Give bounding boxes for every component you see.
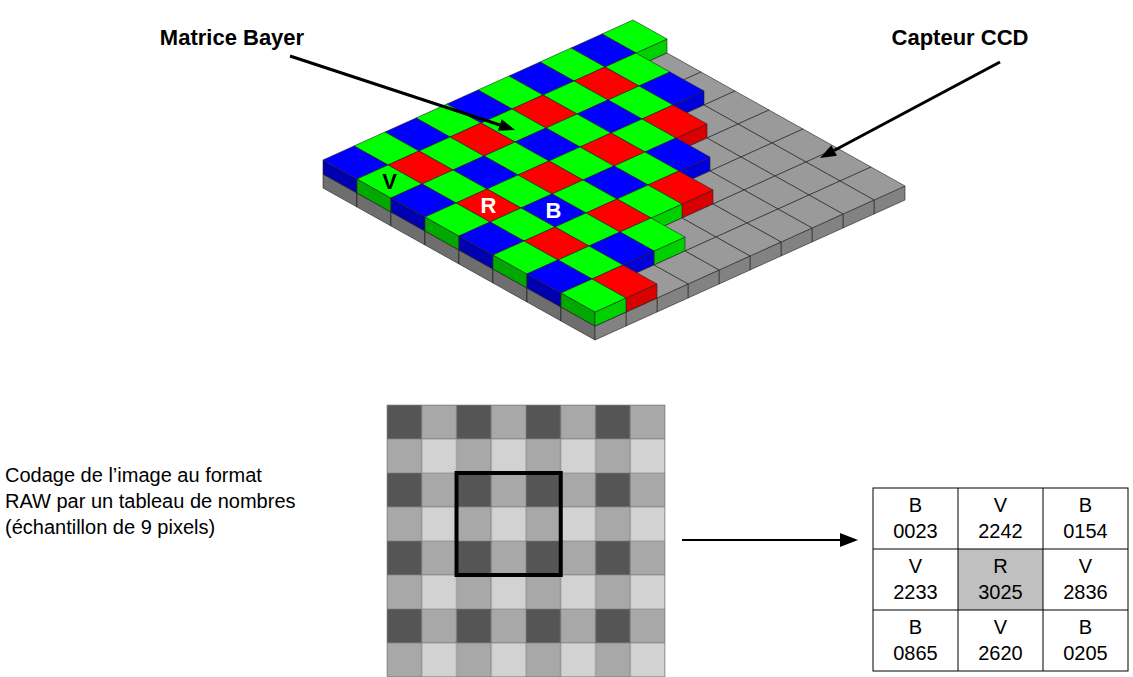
table-cell-letter: B [1079,616,1092,639]
table-cell-value-holder: 2836 [1063,581,1108,604]
table-cell-value-holder: 2620 [978,642,1023,665]
table-cell-value-holder: 2242 [978,520,1023,543]
table-cell-letter-holder: V [994,494,1007,517]
table-cell-letter-holder: B [909,616,922,639]
table-cell-letter: V [1079,555,1092,578]
filter-letter-holder: R [481,193,497,218]
table-cell-letter: V [994,616,1007,639]
table-cell-letter: V [909,555,922,578]
table-cell-letter: R [993,555,1007,578]
table-cell-letter-holder: B [1079,616,1092,639]
table-cell-value: 0023 [893,520,938,543]
part-label: Capteur CCD [892,25,1029,50]
table-cell-value-holder: 0865 [893,642,938,665]
table-cell-value-holder: 3025 [978,581,1023,604]
table-cell-value: 2242 [978,520,1023,543]
bayer-sensor [323,20,905,340]
part-label: Matrice Bayer [160,25,304,50]
table-cell-value: 0865 [893,642,938,665]
table-cell-letter-holder: R [993,555,1007,578]
table-cell-letter-holder: B [1079,494,1092,517]
table-cell-letter: B [909,494,922,517]
table-cell-value: 2620 [978,642,1023,665]
description-text: Codage de l’image au format RAW par un t… [5,462,309,540]
table-cell-value: 0154 [1063,520,1108,543]
table-cell-value-holder: 0205 [1063,642,1108,665]
table-cell-letter-holder: V [994,616,1007,639]
leader-arrow [290,56,515,131]
filter-letter: V [382,169,397,194]
table-cell-value-holder: 2233 [893,581,938,604]
table-cell-letter-holder: V [1079,555,1092,578]
part-label-holder: Capteur CCD [892,25,1029,50]
table-cell-letter: V [994,494,1007,517]
table-cell-letter-holder: B [909,494,922,517]
value-table [873,488,1128,671]
filter-letter-holder: V [382,169,397,194]
conversion-arrow [682,533,858,547]
table-cell-value: 0205 [1063,642,1108,665]
filter-letter: B [546,198,562,223]
table-cell-value: 3025 [978,581,1023,604]
table-cell-letter: B [1079,494,1092,517]
table-cell-value: 2836 [1063,581,1108,604]
table-cell-value-holder: 0154 [1063,520,1108,543]
table-cell-value-holder: 0023 [893,520,938,543]
leader-arrow [820,62,1000,158]
table-cell-letter: B [909,616,922,639]
table-cell-letter-holder: V [909,555,922,578]
filter-letter-holder: B [546,198,562,223]
filter-letter: R [481,193,497,218]
table-cell-value: 2233 [893,581,938,604]
sensor-cell-face [561,279,626,312]
raw-pixel-grid [387,405,665,677]
part-label-holder: Matrice Bayer [160,25,304,50]
description-text-holder: Codage de l’image au format RAW par un t… [5,462,309,540]
sample-frame [457,473,561,575]
